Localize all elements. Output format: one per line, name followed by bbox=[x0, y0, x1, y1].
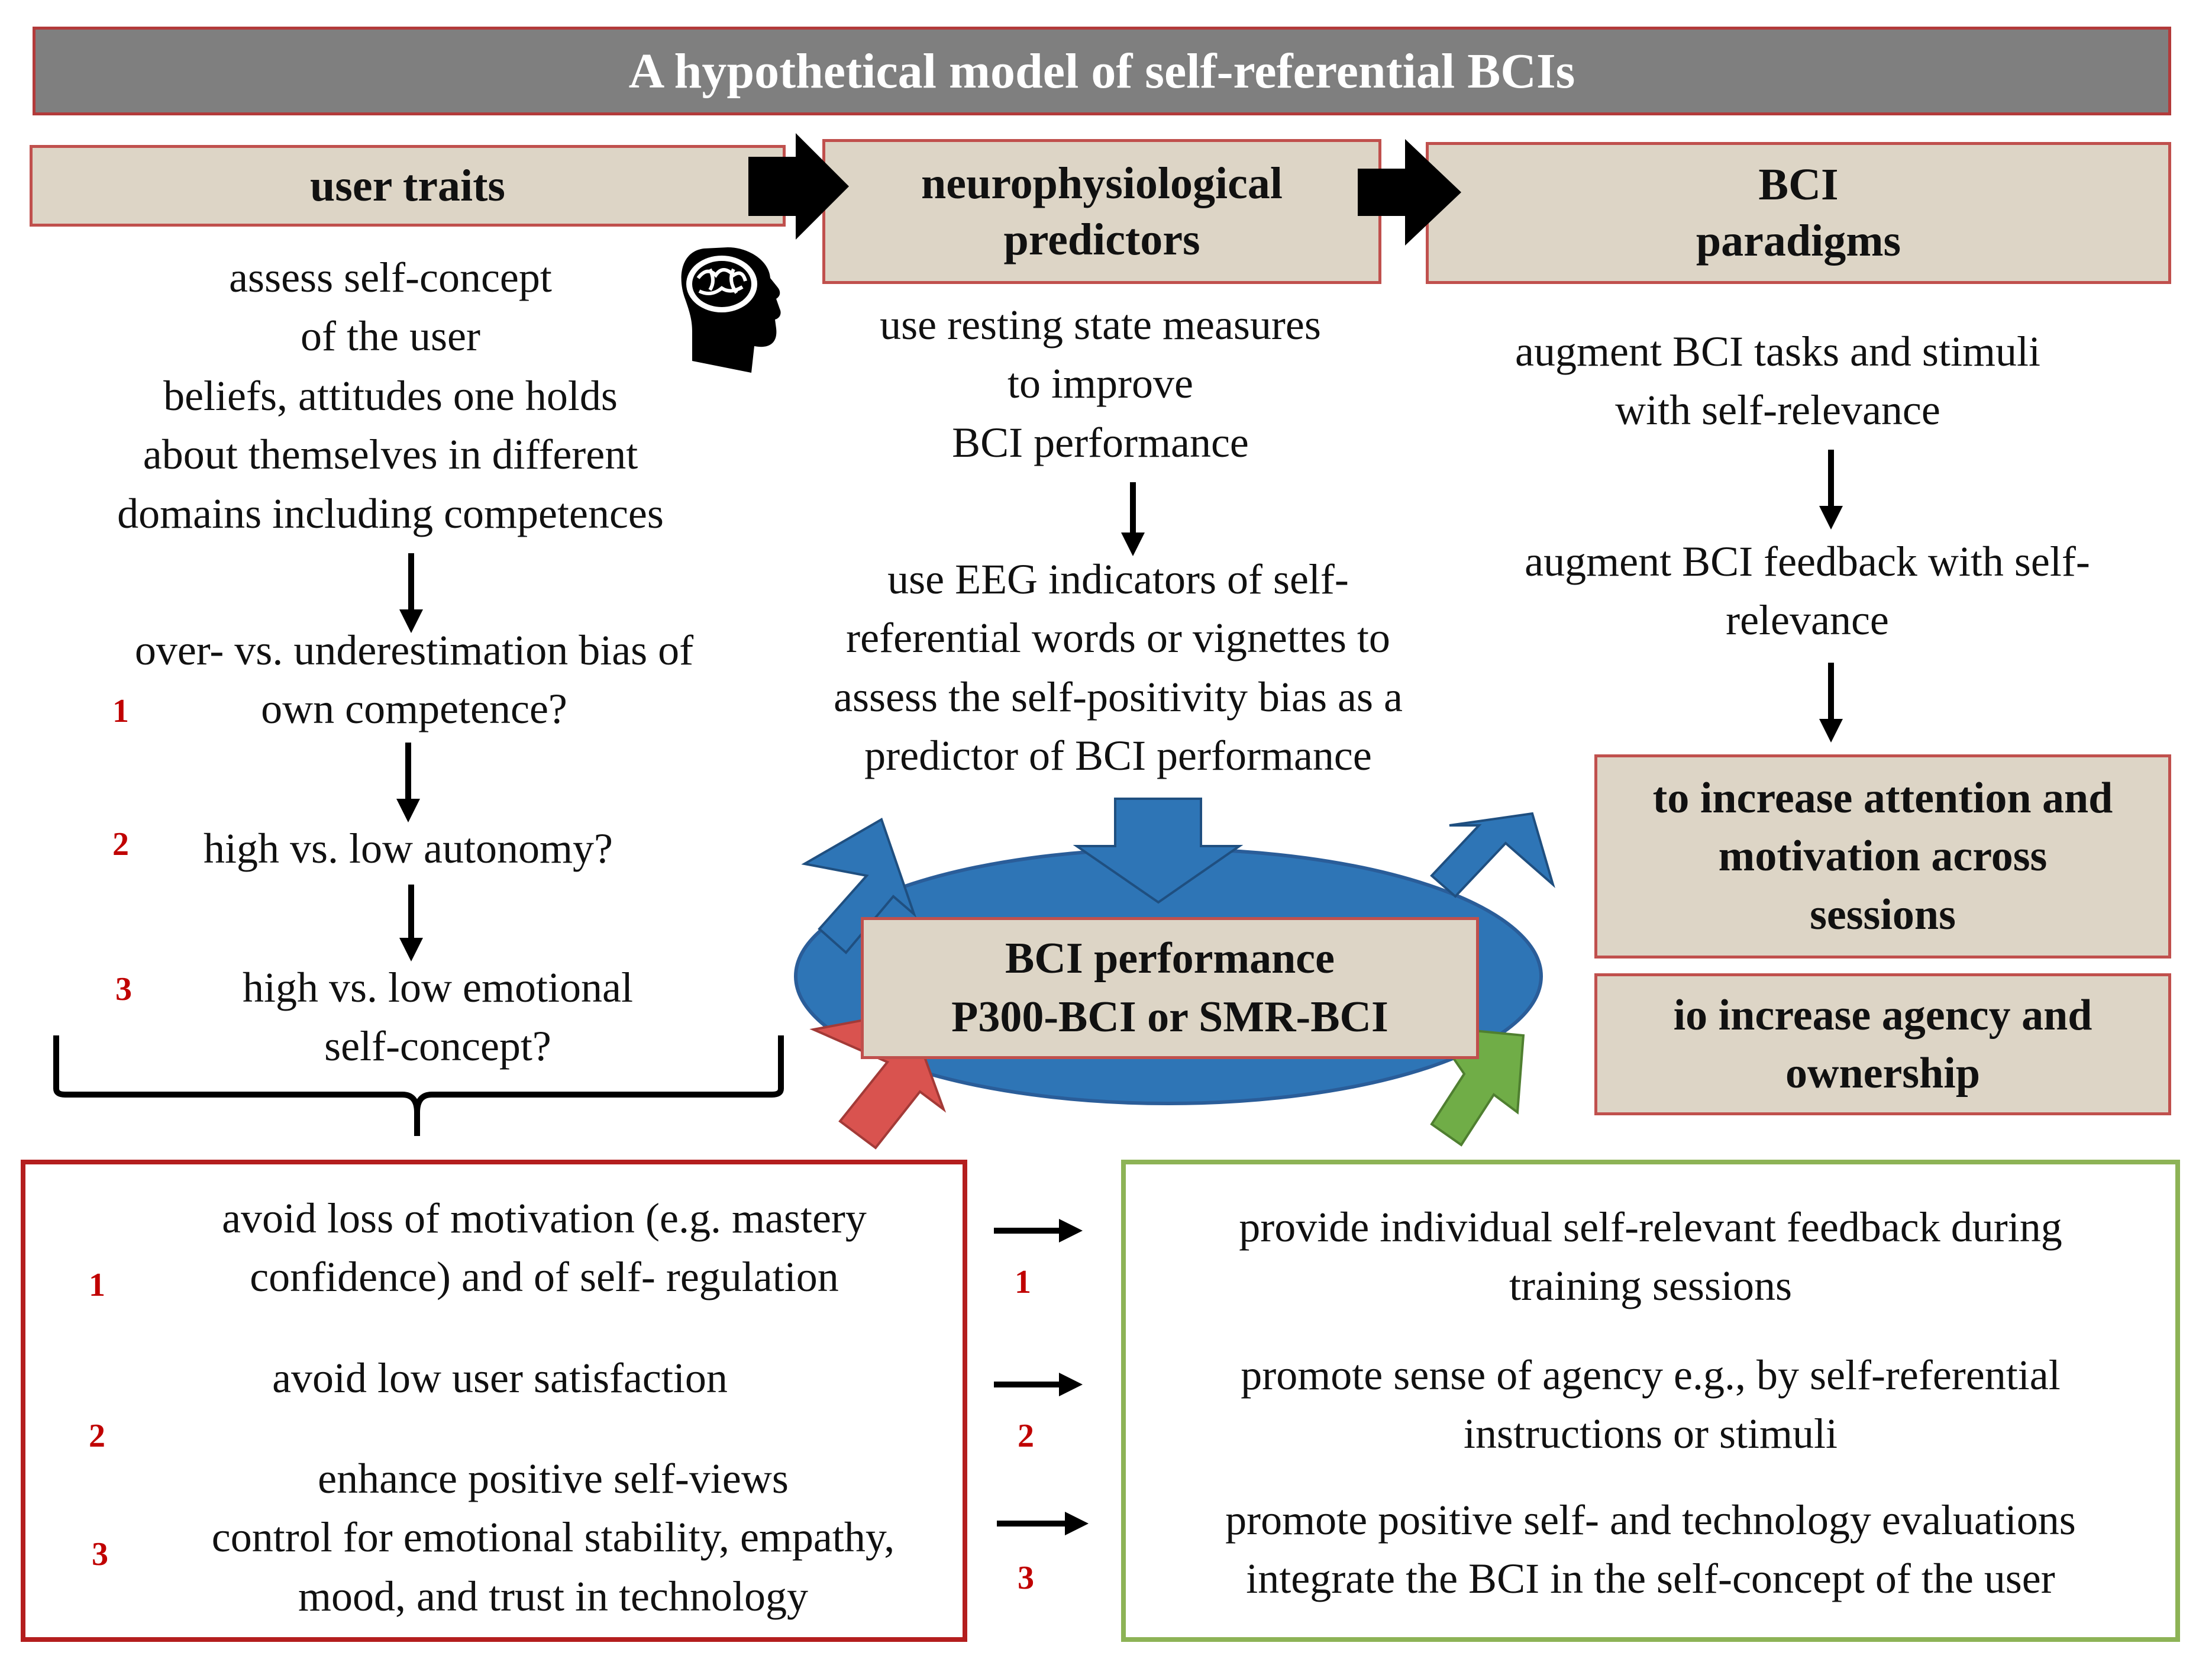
right-arrow-green-1 bbox=[994, 1219, 1083, 1243]
red-number-1: 1 bbox=[89, 1267, 105, 1303]
eeg-line2: referential words or vignettes to bbox=[846, 614, 1390, 662]
beliefs-line2: about themselves in different bbox=[143, 431, 638, 479]
curly-brace bbox=[53, 1035, 784, 1136]
down-arrow-left-3 bbox=[399, 885, 423, 961]
red-item1-line2: confidence) and of self- regulation bbox=[250, 1253, 839, 1301]
aug2-line1: augment BCI feedback with self- bbox=[1525, 538, 2090, 585]
right-arrow-green-3 bbox=[997, 1512, 1089, 1535]
eeg-line3: assess the self-positivity bias as a bbox=[834, 673, 1403, 721]
question-1-text: over- vs. underestimation bias of own co… bbox=[71, 621, 757, 739]
header-bci-line1: BCI bbox=[1758, 160, 1839, 209]
box2-line2: ownership bbox=[1785, 1049, 1980, 1098]
down-arrow-right-1 bbox=[1819, 450, 1843, 530]
question-2-text: high vs. low autonomy? bbox=[204, 825, 613, 872]
box1-line1: to increase attention and bbox=[1652, 773, 2113, 822]
red-item3-line1: enhance positive self-views bbox=[318, 1455, 789, 1502]
box1-line3: sessions bbox=[1810, 890, 1956, 939]
resting-state-text: use resting state measures to improve BC… bbox=[810, 296, 1390, 472]
red-item-2: avoid low user satisfaction bbox=[272, 1354, 728, 1402]
aug1-line2: with self-relevance bbox=[1615, 386, 1940, 434]
diagram-title: A hypothetical model of self-referential… bbox=[33, 27, 2171, 115]
blue-arrow-top-right bbox=[1430, 812, 1555, 898]
green-item3-line2: integrate the BCI in the self-concept of… bbox=[1246, 1555, 2055, 1603]
header-user-traits-label: user traits bbox=[310, 160, 505, 211]
augment-tasks-text: augment BCI tasks and stimuli with self-… bbox=[1444, 322, 2112, 440]
beliefs-line3: domains including competences bbox=[117, 489, 664, 537]
down-arrow-middle bbox=[1121, 482, 1145, 556]
header-bci-paradigms: BCI paradigms bbox=[1426, 142, 2171, 284]
green-number-3: 3 bbox=[1018, 1560, 1034, 1596]
down-arrow-left-2 bbox=[396, 743, 420, 822]
left-number-1: 1 bbox=[112, 693, 129, 730]
q1-line2: own competence? bbox=[261, 685, 567, 733]
red-item3-line3: mood, and trust in technology bbox=[298, 1572, 808, 1620]
green-item3-line1: promote positive self- and technology ev… bbox=[1225, 1496, 2076, 1544]
green-item2-line1: promote sense of agency e.g., by self-re… bbox=[1241, 1351, 2061, 1399]
red-recommendations-box bbox=[21, 1160, 967, 1642]
q3-line2: self-concept? bbox=[324, 1022, 551, 1070]
header-bci-line2: paradigms bbox=[1696, 216, 1901, 266]
q3-line1: high vs. low emotional bbox=[243, 964, 633, 1011]
header-neurophysiological-predictors: neurophysiological predictors bbox=[822, 139, 1381, 284]
green-item1-line1: provide individual self-relevant feedbac… bbox=[1239, 1203, 2062, 1251]
aug1-line1: augment BCI tasks and stimuli bbox=[1515, 328, 2040, 375]
red-number-2: 2 bbox=[89, 1418, 105, 1454]
assess-line2: of the user bbox=[301, 312, 480, 360]
blue-arrow-top bbox=[1073, 798, 1244, 904]
aug2-line2: relevance bbox=[1726, 596, 1889, 644]
red-item3-line2: control for emotional stability, empathy… bbox=[211, 1513, 895, 1561]
augment-feedback-text: augment BCI feedback with self- relevanc… bbox=[1444, 533, 2171, 650]
rest-line3: BCI performance bbox=[952, 418, 1249, 466]
red-number-3: 3 bbox=[92, 1536, 108, 1573]
eeg-line1: use EEG indicators of self- bbox=[887, 556, 1349, 603]
green-item2-line2: instructions or stimuli bbox=[1463, 1410, 1838, 1458]
eeg-line4: predictor of BCI performance bbox=[864, 732, 1372, 780]
q1-line1: over- vs. underestimation bias of bbox=[134, 627, 694, 674]
increase-agency-box: io increase agency and ownership bbox=[1594, 973, 2171, 1115]
black-block-arrow-1 bbox=[748, 133, 849, 240]
header-neuro-line1: neurophysiological bbox=[921, 158, 1283, 208]
red-item-1: avoid loss of motivation (e.g. mastery c… bbox=[166, 1189, 923, 1307]
performance-line1: BCI performance bbox=[1005, 934, 1335, 983]
box2-line1: io increase agency and bbox=[1673, 990, 2092, 1040]
green-recommendations-box bbox=[1121, 1160, 2180, 1642]
red-item-3: enhance positive self-views control for … bbox=[148, 1450, 958, 1626]
increase-attention-box: to increase attention and motivation acr… bbox=[1594, 754, 2171, 959]
right-arrow-green-2 bbox=[994, 1373, 1083, 1396]
eeg-indicators-text: use EEG indicators of self- referential … bbox=[763, 550, 1473, 785]
beliefs-line1: beliefs, attitudes one holds bbox=[163, 372, 618, 419]
head-brain-icon bbox=[681, 247, 781, 373]
green-number-1: 1 bbox=[1015, 1264, 1031, 1300]
rest-line1: use resting state measures bbox=[880, 301, 1321, 348]
box1-line2: motivation across bbox=[1718, 832, 2048, 881]
rest-line2: to improve bbox=[1007, 360, 1193, 408]
header-user-traits: user traits bbox=[30, 145, 786, 227]
down-arrow-left-1 bbox=[399, 553, 423, 633]
green-number-2: 2 bbox=[1018, 1418, 1034, 1454]
beliefs-text: beliefs, attitudes one holds about thems… bbox=[47, 367, 734, 543]
down-arrow-right-2 bbox=[1819, 663, 1843, 743]
left-number-2: 2 bbox=[112, 826, 129, 863]
question-3-text: high vs. low emotional self-concept? bbox=[177, 959, 698, 1076]
red-item1-line1: avoid loss of motivation (e.g. mastery bbox=[222, 1195, 867, 1242]
assess-self-concept-text: assess self-concept of the user bbox=[118, 249, 663, 366]
green-item-1: provide individual self-relevant feedbac… bbox=[1136, 1198, 2165, 1316]
green-item-3: promote positive self- and technology ev… bbox=[1136, 1491, 2165, 1609]
black-block-arrow-2 bbox=[1358, 139, 1461, 246]
performance-line2: P300-BCI or SMR-BCI bbox=[951, 993, 1388, 1041]
green-item-2: promote sense of agency e.g., by self-re… bbox=[1136, 1346, 2165, 1464]
left-number-3: 3 bbox=[115, 971, 132, 1008]
green-item1-line2: training sessions bbox=[1509, 1262, 1792, 1310]
header-neuro-line2: predictors bbox=[1003, 214, 1200, 264]
assess-line1: assess self-concept bbox=[229, 254, 552, 301]
performance-box: BCI performance P300-BCI or SMR-BCI bbox=[861, 917, 1479, 1059]
